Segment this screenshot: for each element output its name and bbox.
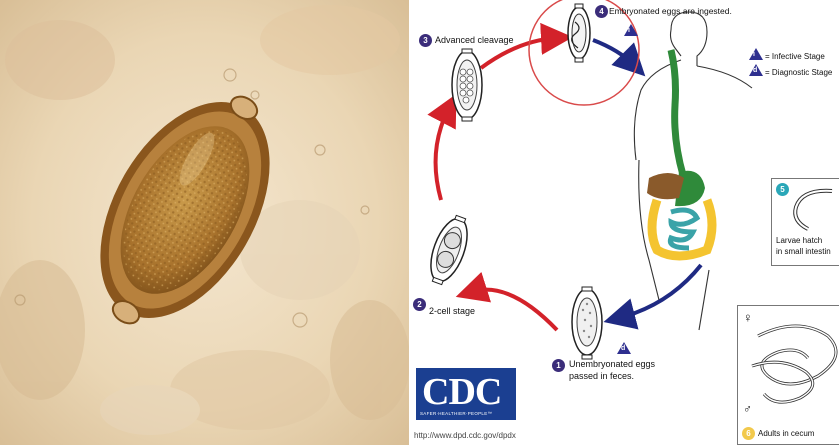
legend-diagnostic-symbol: d [749,64,763,76]
arrow-to-feces [619,265,701,318]
larvae-panel: 5 Larvae hatch in small intestin [771,178,839,266]
cdc-logo-tagline: SAFER·HEALTHIER·PEOPLE™ [420,411,492,416]
legend-infective-label: = Infective Stage [765,51,825,62]
small-intestine [670,210,697,248]
stage-2-label: 2-cell stage [429,306,475,317]
egg-stage-1 [572,287,602,359]
stage-6-badge: 6 [742,427,755,440]
stage-1-label-line1: Unembryonated eggs [569,359,655,370]
stage-4-label: Embryonated eggs are ingested. [609,6,732,17]
cdc-logo: CDC SAFER·HEALTHIER·PEOPLE™ [416,368,516,420]
legend-infective-symbol: i [749,48,763,60]
micrograph-photo [0,0,409,445]
arrow-1-to-2 [471,290,557,330]
arrow-ingest [593,40,634,65]
source-url[interactable]: http://www.dpd.cdc.gov/dpdx [414,431,516,440]
stage-1-label-line2: passed in feces. [569,371,634,382]
male-symbol: ♂ [743,404,752,415]
arrow-2-to-3 [436,108,449,200]
stage-3-badge: 3 [419,34,432,47]
liver [647,173,684,199]
stage-5-label-line2: in small intestin [776,246,831,257]
stage-2-badge: 2 [413,298,426,311]
egg-stage-2 [423,212,475,288]
female-symbol: ♀ [743,312,753,323]
legend-diagnostic-label: = Diagnostic Stage [765,67,832,78]
infective-marker: i [624,24,638,36]
egg-stage-4 [568,4,590,62]
stage-4-badge: 4 [595,5,608,18]
adults-panel: ♀ ♂ 6 Adults in cecum [737,305,839,445]
diagnostic-marker: d [617,342,631,354]
larva-drawing [772,185,839,235]
egg-stage-3 [452,49,482,121]
stage-3-label: Advanced cleavage [435,35,514,46]
cdc-logo-letters: CDC [422,370,501,414]
stage-1-badge: 1 [552,359,565,372]
stage-6-label: Adults in cecum [758,428,814,439]
stage-5-label-line1: Larvae hatch [776,235,822,246]
adult-worms-drawing [738,306,839,424]
human-figure [634,12,752,330]
